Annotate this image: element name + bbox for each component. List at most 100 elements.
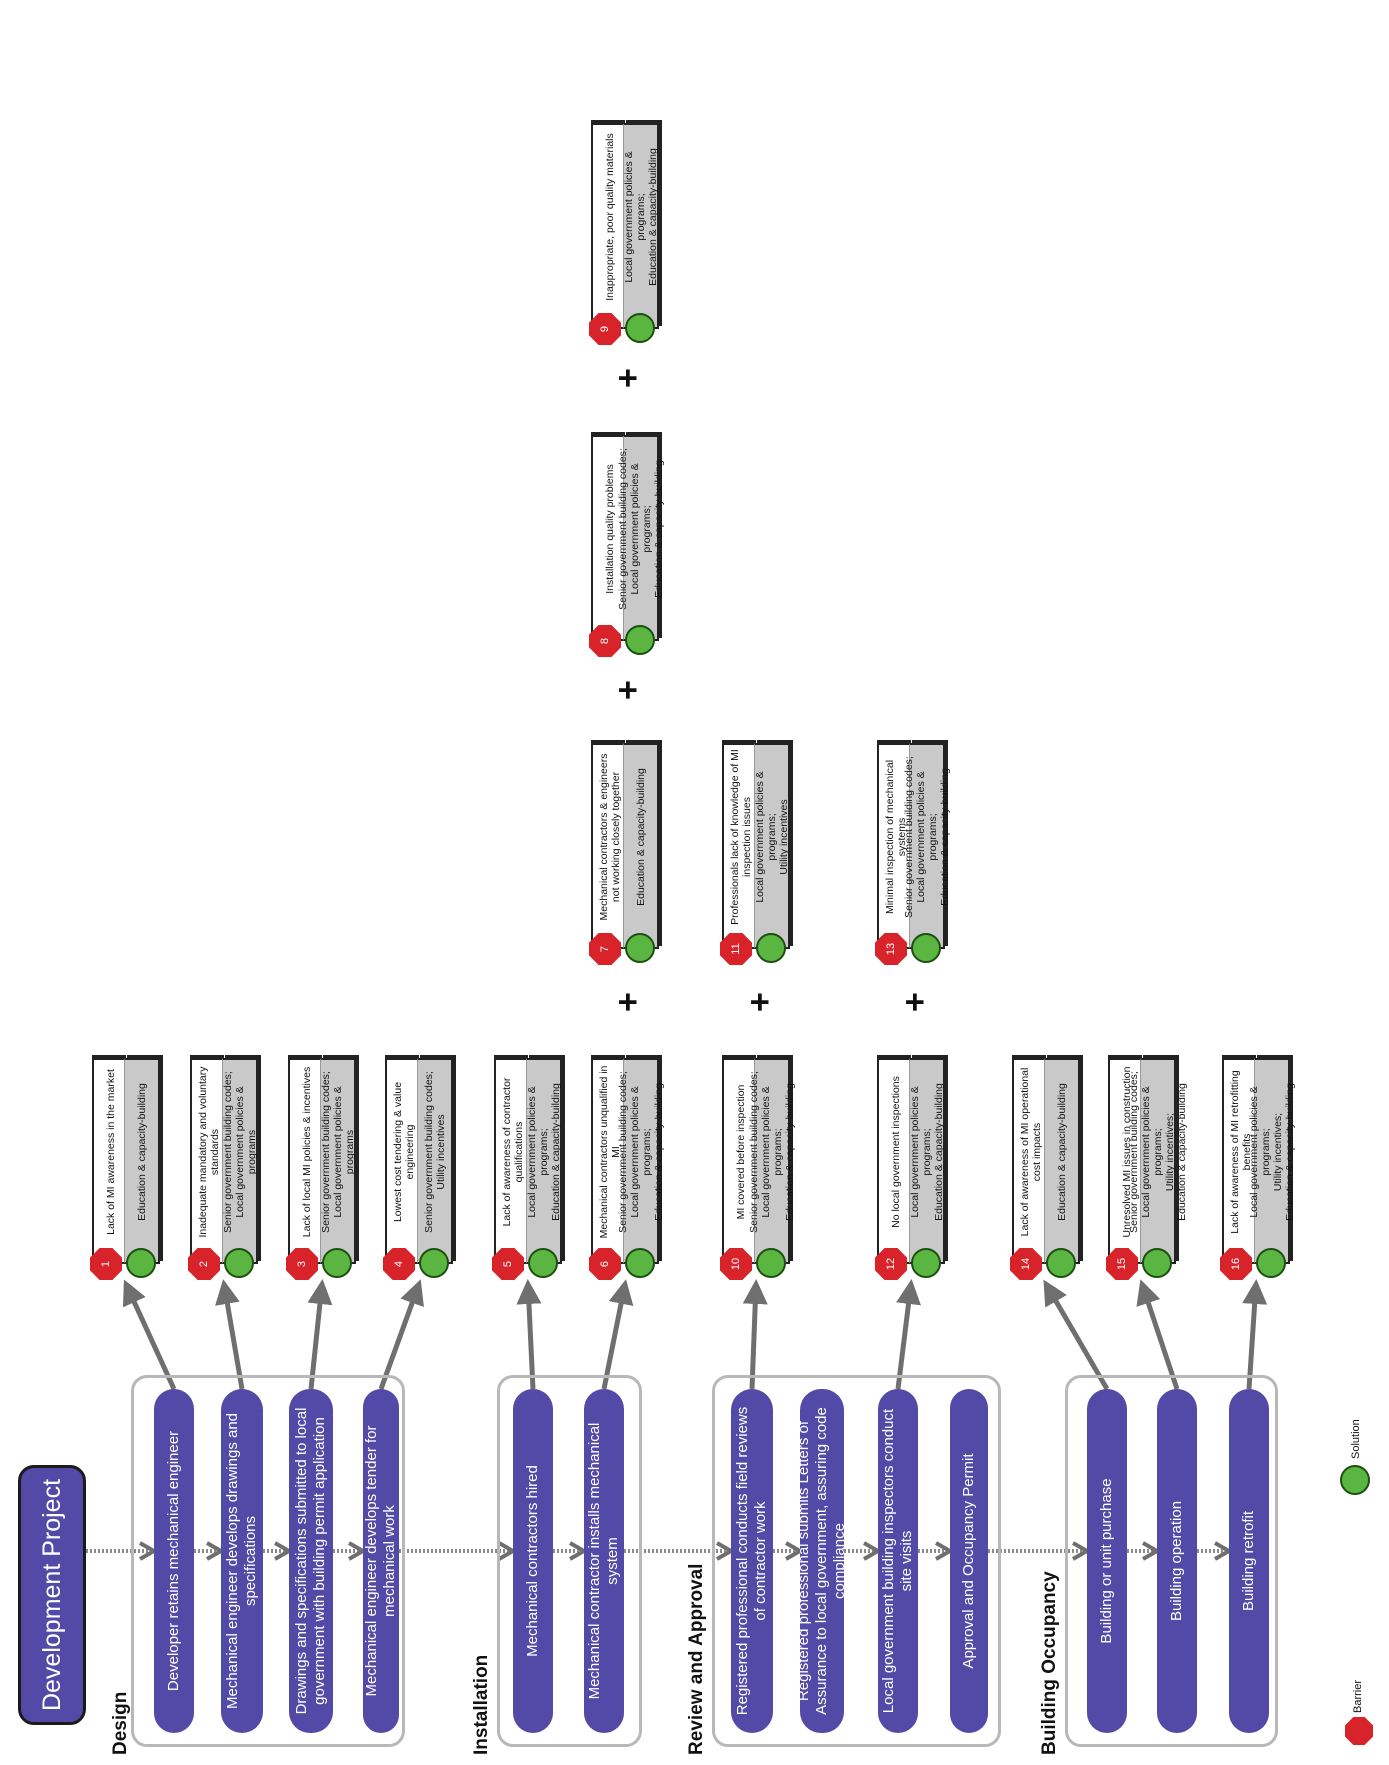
barrier-icon: 3 (286, 1248, 318, 1280)
step-contractor-installs: Mechanical contractor installs mechanica… (584, 1389, 624, 1733)
barrier-card-7: 7 Mechanical contractors & engineers not… (589, 743, 661, 965)
solution-icon (625, 1248, 655, 1278)
step-contractors-hired: Mechanical contractors hired (513, 1389, 553, 1733)
barrier-text: Lack of awareness of contractor qualific… (494, 1058, 528, 1264)
barrier-card-12: 12 No local government inspections Local… (875, 1058, 947, 1280)
solution-text: Senior government building codes; Local … (1128, 1058, 1188, 1264)
solution-icon (911, 933, 941, 963)
phase-label-occupancy: Building Occupancy (1039, 1571, 1060, 1755)
step-engineer-develops-drawings: Mechanical engineer develops drawings an… (221, 1389, 263, 1733)
barrier-text: Lack of awareness of MI operational cost… (1012, 1058, 1046, 1264)
solution-icon (625, 625, 655, 655)
barrier-card-1: 1 Lack of MI awareness in the market Edu… (90, 1058, 162, 1280)
barrier-link-arrow (742, 1279, 768, 1390)
barrier-icon: 10 (720, 1248, 752, 1280)
phase-label-installation: Installation (471, 1654, 492, 1755)
solution-text: Local government policies & programs; Ut… (1248, 1058, 1296, 1264)
step-drawings-submitted: Drawings and specifications submitted to… (289, 1389, 333, 1733)
barrier-text: Lack of local MI policies & incentives (288, 1058, 322, 1264)
barrier-link-arrow (895, 1279, 921, 1390)
legend-solution-icon (1340, 1465, 1370, 1495)
barrier-icon: 16 (1220, 1248, 1252, 1280)
legend-barrier-label: Barrier (1352, 1679, 1364, 1713)
solution-text: Senior government building codes; Local … (320, 1058, 356, 1264)
solution-icon (126, 1248, 156, 1278)
phase-label-review: Review and Approval (686, 1563, 707, 1755)
solution-icon (756, 933, 786, 963)
barrier-text: Mechanical contractors & engineers not w… (591, 743, 625, 949)
barrier-text: Professionals lack of knowledge of MI in… (722, 743, 756, 949)
barrier-text: Lack of MI awareness in the market (92, 1058, 126, 1264)
barrier-card-3: 3 Lack of local MI policies & incentives… (286, 1058, 358, 1280)
solution-text: Education & capacity-building (124, 1058, 160, 1264)
plus-sign: + (609, 368, 647, 388)
barrier-link-arrow (1242, 1279, 1268, 1390)
solution-icon (528, 1248, 558, 1278)
barrier-text: No local government inspections (877, 1058, 911, 1264)
solution-text: Education & capacity-building (1044, 1058, 1080, 1264)
solution-text: Senior government building codes; Local … (617, 1058, 665, 1264)
barrier-card-10: 10 MI covered before inspection Senior g… (720, 1058, 796, 1280)
barrier-text: Lowest cost tendering & value engineerin… (385, 1058, 419, 1264)
barrier-card-2: 2 Inadequate mandatory and voluntary sta… (188, 1058, 260, 1280)
barrier-link-arrow (601, 1279, 634, 1390)
solution-icon (625, 313, 655, 343)
solution-text: Senior government building codes; Local … (222, 1058, 258, 1264)
barrier-link-arrow (378, 1279, 424, 1390)
barrier-card-16: 16 Lack of awareness of MI retrofitting … (1220, 1058, 1296, 1280)
barrier-icon: 8 (589, 625, 621, 657)
solution-icon (419, 1248, 449, 1278)
barrier-link-arrow (1043, 1279, 1110, 1391)
solution-text: Local government policies & programs; Ed… (623, 123, 659, 329)
barrier-icon: 2 (188, 1248, 220, 1280)
step-developer-retains-engineer: Developer retains mechanical engineer (154, 1389, 194, 1733)
solution-text: Local government policies & programs; Ed… (526, 1058, 562, 1264)
barrier-card-13: 13 Minimal inspection of mechanical syst… (875, 743, 951, 965)
solution-icon (756, 1248, 786, 1278)
barrier-link-arrow (122, 1279, 177, 1391)
barrier-link-arrow (215, 1279, 245, 1390)
barrier-icon: 14 (1010, 1248, 1042, 1280)
solution-text: Senior government building codes; Local … (617, 435, 665, 641)
solution-text: Local government policies & programs; Ut… (754, 743, 790, 949)
step-letters-of-assurance: Registered professional submits Letters … (795, 1389, 848, 1733)
step-inspectors-site-visits: Local government building inspectors con… (878, 1389, 918, 1733)
barrier-text: Inappropriate, poor quality materials (591, 123, 625, 329)
barrier-link-arrow (307, 1279, 333, 1390)
barrier-card-6: 6 Mechanical contractors unqualified in … (589, 1058, 665, 1280)
barrier-icon: 1 (90, 1248, 122, 1280)
barrier-card-11: 11 Professionals lack of knowledge of MI… (720, 743, 792, 965)
barrier-icon: 12 (875, 1248, 907, 1280)
plus-sign: + (609, 680, 647, 700)
phase-label-design: Design (110, 1691, 131, 1755)
solution-icon (322, 1248, 352, 1278)
solution-icon (625, 933, 655, 963)
barrier-icon: 4 (383, 1248, 415, 1280)
solution-icon (1046, 1248, 1076, 1278)
solution-text: Senior government building codes; Utilit… (417, 1058, 453, 1264)
barrier-card-8: 8 Installation quality problems Senior g… (589, 435, 665, 657)
barrier-icon: 15 (1106, 1248, 1138, 1280)
page-title: Development Project (18, 1465, 86, 1725)
barrier-card-15: 15 Unresolved MI issues in construction … (1106, 1058, 1188, 1280)
barrier-text: Inadequate mandatory and voluntary stand… (190, 1058, 224, 1264)
barrier-card-14: 14 Lack of awareness of MI operational c… (1010, 1058, 1082, 1280)
solution-icon (224, 1248, 254, 1278)
legend-solution-label: Solution (1350, 1419, 1362, 1459)
step-building-retrofit: Building retrofit (1229, 1389, 1269, 1733)
barrier-card-9: 9 Inappropriate, poor quality materials … (589, 123, 661, 345)
step-approval-occupancy-permit: Approval and Occupancy Permit (950, 1389, 988, 1733)
plus-sign: + (896, 992, 934, 1012)
solution-icon (1256, 1248, 1286, 1278)
step-engineer-develops-tender: Mechanical engineer develops tender for … (363, 1389, 399, 1733)
solution-icon (911, 1248, 941, 1278)
plus-sign: + (741, 992, 779, 1012)
barrier-link-arrow (1136, 1279, 1180, 1390)
solution-text: Senior government building codes; Local … (748, 1058, 796, 1264)
barrier-link-arrow (516, 1279, 542, 1390)
plus-sign: + (609, 992, 647, 1012)
barrier-card-4: 4 Lowest cost tendering & value engineer… (383, 1058, 455, 1280)
